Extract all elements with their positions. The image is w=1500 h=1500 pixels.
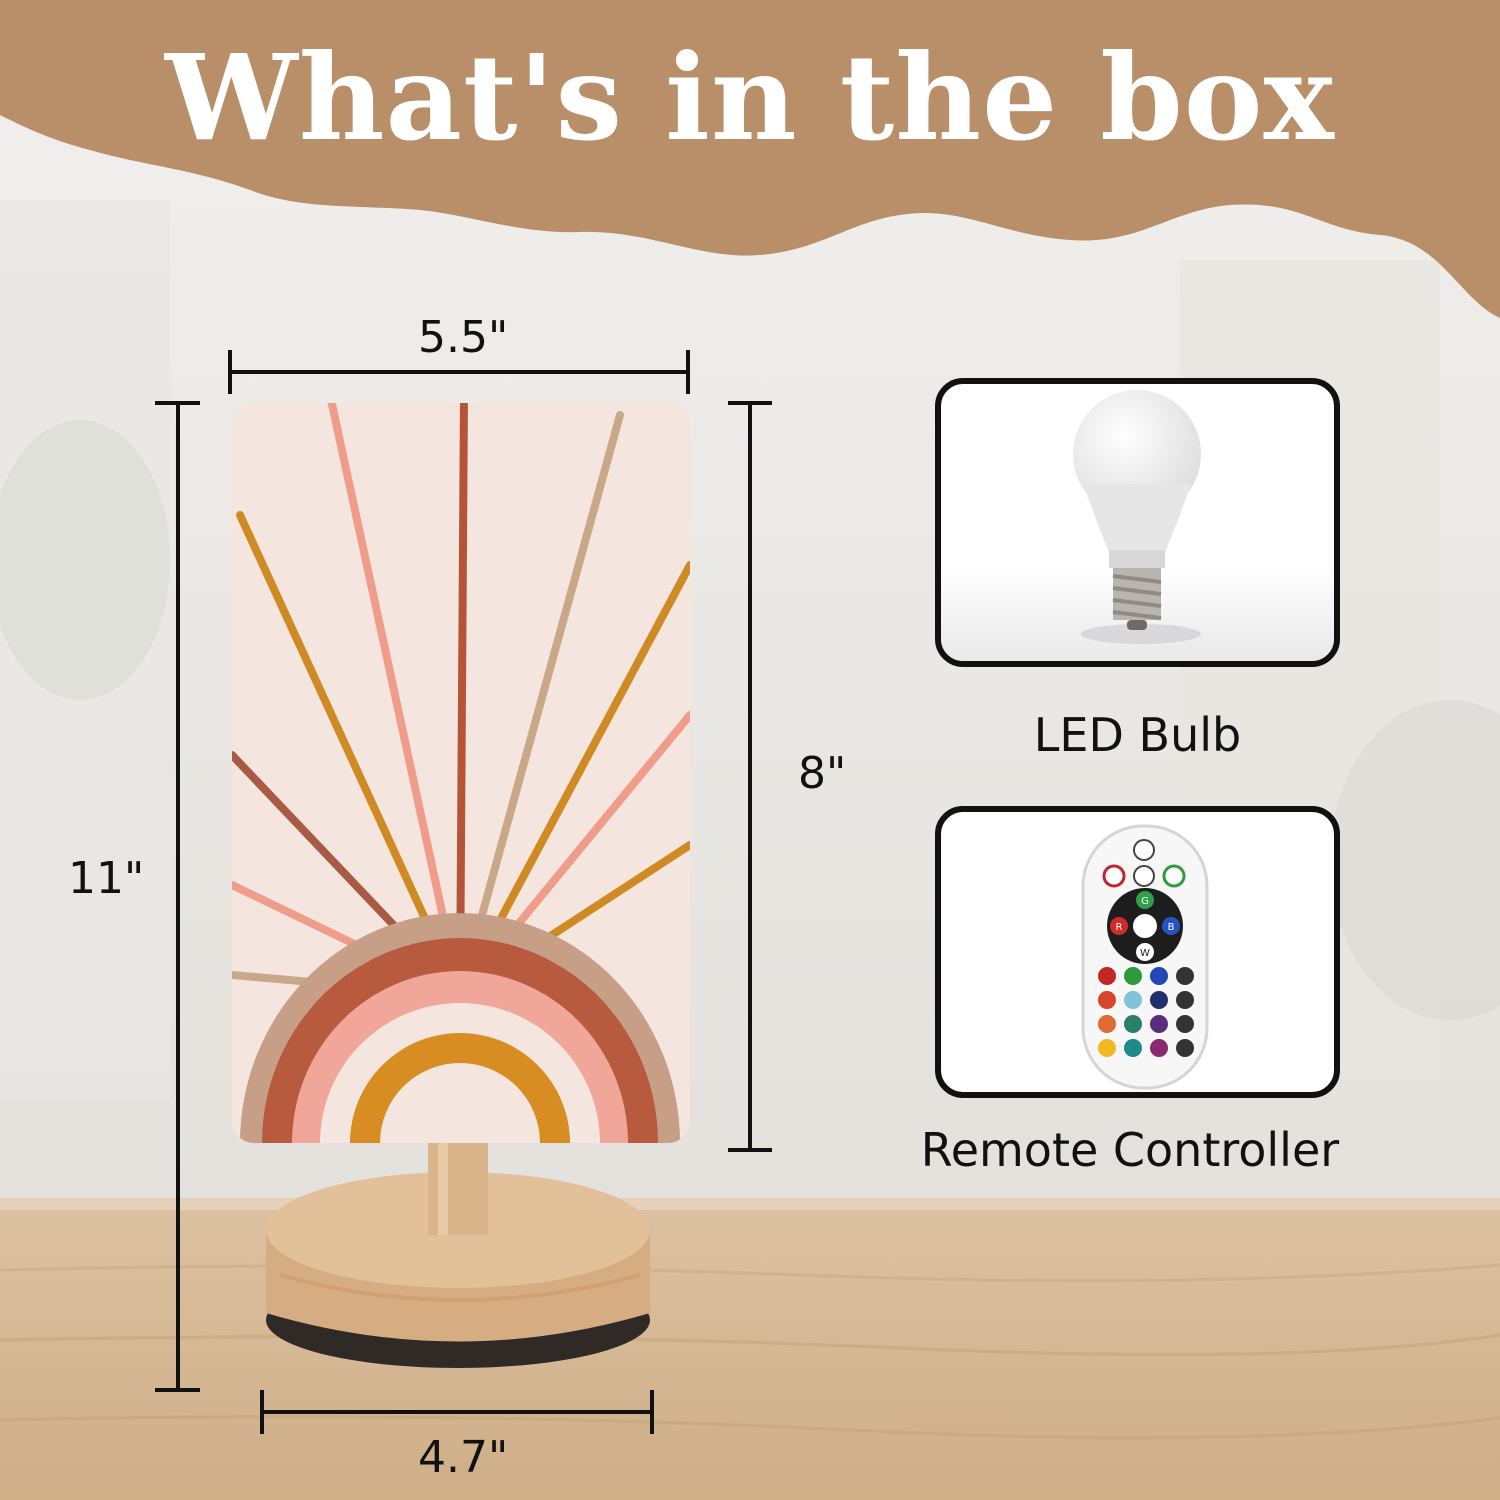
shade-width-label: 5.5" bbox=[418, 312, 509, 363]
led-bulb-label: LED Bulb bbox=[1033, 708, 1242, 762]
remote-button-w: W bbox=[1140, 948, 1150, 959]
blurred-plant bbox=[0, 420, 170, 700]
base-width-label: 4.7" bbox=[418, 1432, 509, 1483]
remote-control-icon: G R B W bbox=[1081, 824, 1209, 1090]
lamp-shade bbox=[232, 403, 690, 1143]
header-banner bbox=[0, 0, 1500, 318]
remote-button-b: B bbox=[1168, 922, 1175, 933]
table-lamp-illustration bbox=[232, 403, 690, 1368]
remote-button-r: R bbox=[1116, 922, 1123, 933]
led-bulb-card bbox=[935, 378, 1340, 667]
remote-controller-card: G R B W bbox=[935, 806, 1340, 1098]
remote-color-grid bbox=[1098, 967, 1194, 1057]
led-bulb-icon bbox=[941, 390, 1334, 661]
shade-height-label: 8" bbox=[798, 748, 847, 799]
total-height-label: 11" bbox=[68, 853, 145, 904]
remote-controller-label: Remote Controller bbox=[920, 1123, 1340, 1177]
remote-button-g: G bbox=[1141, 896, 1149, 907]
blurred-plant-right bbox=[1330, 700, 1500, 1020]
page-title: What's in the box bbox=[165, 28, 1335, 167]
